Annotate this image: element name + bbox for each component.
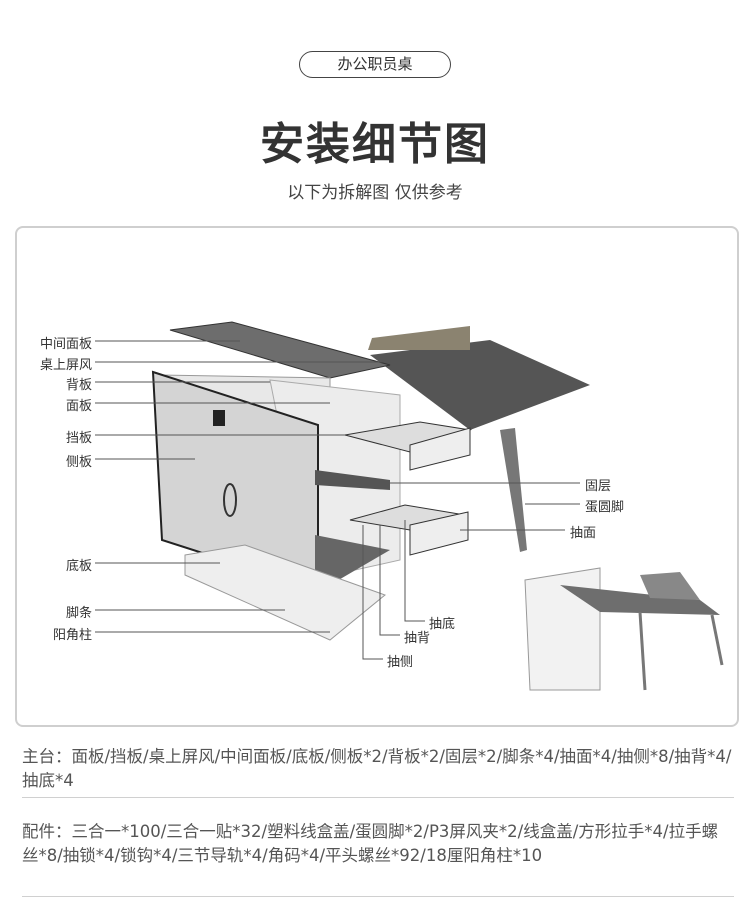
label-drawer-bottom: 抽底	[429, 617, 456, 632]
middle-panel	[169, 321, 391, 379]
label-foot-strip: 脚条	[65, 606, 92, 621]
divider	[22, 896, 734, 897]
leader-lines	[95, 340, 580, 660]
label-corner-post: 阳角柱	[52, 628, 92, 643]
main-parts-list: 主台：面板/挡板/桌上屏风/中间面板/底板/侧板*2/背板*2/固层*2/脚条*…	[22, 747, 732, 790]
label-middle-panel: 中间面板	[39, 337, 92, 352]
label-desk-screen: 桌上屏风	[39, 358, 92, 373]
label-bottom-panel: 底板	[65, 559, 92, 574]
label-drawer-side: 抽侧	[387, 655, 414, 670]
label-side-panel: 侧板	[65, 455, 92, 470]
label-baffle: 挡板	[65, 431, 92, 446]
label-fixed-shelf: 固层	[585, 479, 612, 494]
shelf	[315, 470, 390, 490]
leg	[500, 428, 527, 552]
divider	[22, 797, 734, 798]
label-drawer-front: 抽面	[570, 526, 597, 541]
desk-screen	[368, 326, 470, 350]
side-hole	[213, 410, 225, 426]
category-pill: 办公职员桌	[299, 51, 451, 78]
label-back-panel: 背板	[65, 378, 92, 393]
page-subtitle: 以下为拆解图 仅供参考	[287, 183, 463, 203]
label-drawer-back: 抽背	[404, 631, 431, 646]
bottom-panel	[315, 535, 390, 585]
label-oval-foot: 蛋圆脚	[585, 500, 625, 515]
page-title: 安装细节图	[260, 119, 490, 170]
accessories-list: 配件：三合一*100/三合一贴*32/塑料线盒盖/蛋圆脚*2/P3屏风夹*2/线…	[22, 822, 719, 865]
base-strip	[184, 544, 387, 641]
label-top-panel: 面板	[65, 399, 92, 414]
diagram-panel	[15, 226, 739, 727]
exploded-desk-illustration	[95, 321, 724, 691]
desktop-panel	[370, 340, 590, 430]
